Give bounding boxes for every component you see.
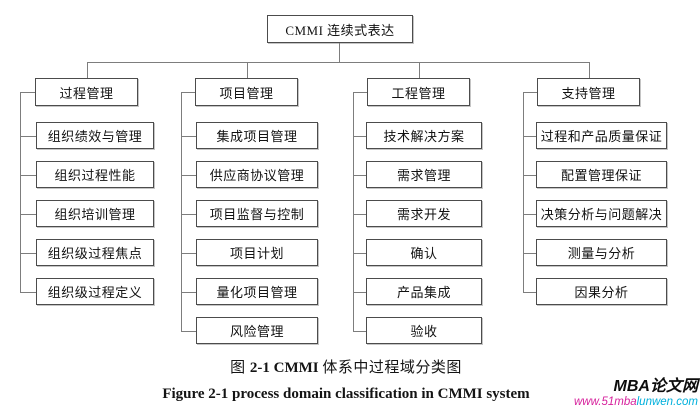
connector-line: [87, 62, 88, 78]
process-area-node: 技术解决方案: [366, 122, 482, 149]
connector-line: [20, 92, 35, 93]
watermark-url: www.51mbalunwen.com: [574, 396, 698, 409]
root-node: CMMI 连续式表达: [267, 15, 413, 43]
process-area-node: 组织过程性能: [36, 161, 154, 188]
connector-line: [339, 43, 340, 62]
connector-line: [20, 214, 36, 215]
watermark: MBA论文网 www.51mbalunwen.com: [574, 378, 698, 409]
category-node: 工程管理: [367, 78, 470, 106]
process-area-node: 决策分析与问题解决: [536, 200, 667, 227]
category-node: 项目管理: [195, 78, 298, 106]
connector-line: [589, 62, 590, 78]
connector-line: [20, 175, 36, 176]
process-area-node: 组织级过程焦点: [36, 239, 154, 266]
caption-zh-prefix: 图: [230, 360, 250, 376]
connector-line: [353, 175, 366, 176]
figure-caption-en: Figure 2-1 process domain classification…: [162, 386, 530, 402]
process-area-node: 过程和产品质量保证: [536, 122, 667, 149]
connector-line: [523, 92, 537, 93]
process-area-node: 验收: [366, 317, 482, 344]
connector-line: [181, 175, 196, 176]
connector-line: [181, 331, 196, 332]
connector-line: [523, 136, 536, 137]
connector-line: [20, 92, 21, 292]
process-area-node: 需求开发: [366, 200, 482, 227]
connector-line: [181, 92, 182, 331]
connector-line: [523, 214, 536, 215]
process-area-node: 需求管理: [366, 161, 482, 188]
process-area-node: 确认: [366, 239, 482, 266]
connector-line: [181, 253, 196, 254]
connector-line: [20, 136, 36, 137]
connector-line: [353, 253, 366, 254]
watermark-url-right: lunwen.com: [636, 395, 698, 408]
connector-line: [353, 136, 366, 137]
process-area-node: 组织绩效与管理: [36, 122, 154, 149]
process-area-node: 量化项目管理: [196, 278, 318, 305]
process-area-node: 因果分析: [536, 278, 667, 305]
connector-line: [353, 292, 366, 293]
connector-line: [20, 253, 36, 254]
process-area-node: 产品集成: [366, 278, 482, 305]
process-area-node: 组织培训管理: [36, 200, 154, 227]
caption-zh-text: 体系中过程域分类图: [322, 360, 462, 376]
process-area-node: 组织级过程定义: [36, 278, 154, 305]
connector-line: [523, 292, 536, 293]
connector-line: [181, 92, 195, 93]
connector-line: [523, 253, 536, 254]
figure-caption-zh: 图 2-1 CMMI 体系中过程域分类图: [0, 356, 692, 377]
process-area-node: 配置管理保证: [536, 161, 667, 188]
process-area-node: 供应商协议管理: [196, 161, 318, 188]
connector-line: [353, 331, 366, 332]
connector-line: [87, 62, 590, 63]
connector-line: [523, 175, 536, 176]
caption-zh-number: 2-1 CMMI: [249, 360, 323, 376]
connector-line: [181, 292, 196, 293]
connector-line: [181, 136, 196, 137]
connector-line: [20, 292, 36, 293]
connector-line: [353, 214, 366, 215]
watermark-url-left: www.51mba: [573, 395, 637, 408]
connector-line: [181, 214, 196, 215]
watermark-site-name: MBA论文网: [613, 378, 698, 395]
process-area-node: 测量与分析: [536, 239, 667, 266]
connector-line: [523, 92, 524, 292]
connector-line: [353, 92, 354, 331]
process-area-node: 集成项目管理: [196, 122, 318, 149]
process-area-node: 风险管理: [196, 317, 318, 344]
process-area-node: 项目监督与控制: [196, 200, 318, 227]
connector-line: [353, 92, 367, 93]
connector-line: [419, 62, 420, 78]
category-node: 支持管理: [537, 78, 640, 106]
category-node: 过程管理: [35, 78, 138, 106]
connector-line: [247, 62, 248, 78]
process-area-node: 项目计划: [196, 239, 318, 266]
